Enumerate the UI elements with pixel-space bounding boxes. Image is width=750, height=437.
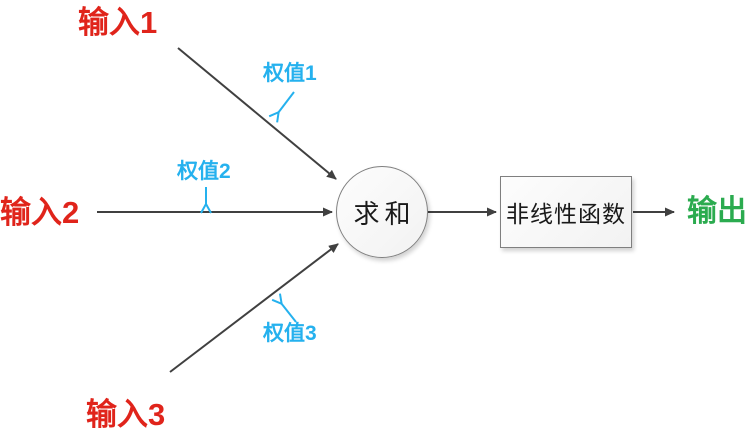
input3-label: 输入3	[86, 397, 166, 432]
sum-node-label: 求和	[353, 199, 416, 229]
input1-label: 输入1	[78, 5, 158, 40]
nonlinear-function-label: 非线性函数	[506, 202, 626, 227]
nonlinear-function-node: 非线性函数	[500, 176, 632, 248]
arrow-input3-to-sum	[169, 243, 339, 373]
sum-node: 求和	[336, 166, 428, 258]
weight1-pointer-arrow	[278, 91, 295, 113]
arrow-input1-to-sum	[177, 47, 337, 180]
weight3-pointer-arrow	[281, 303, 297, 323]
output-label: 输出	[687, 195, 747, 228]
weight1-label: 权值1	[263, 62, 317, 85]
input2-label: 输入2	[0, 195, 80, 230]
weight3-label: 权值3	[263, 322, 317, 345]
weight2-label: 权值2	[177, 160, 231, 183]
